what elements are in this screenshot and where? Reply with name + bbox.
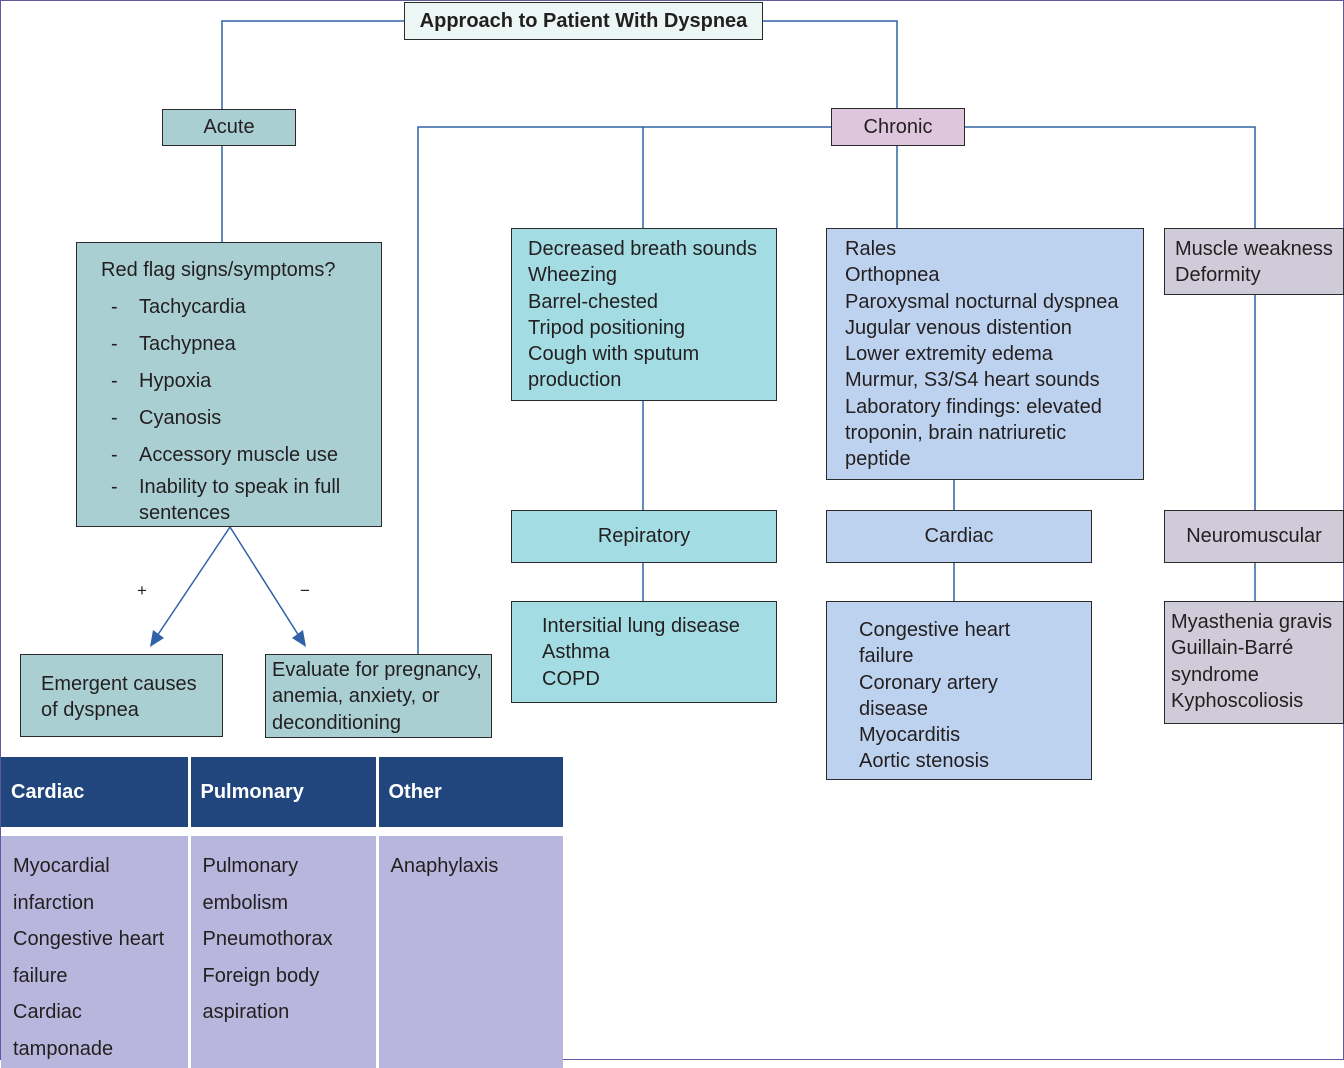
arrowhead-positive: [150, 630, 164, 647]
cardiac-finding: Laboratory findings: elevated: [845, 395, 1102, 418]
cardiac-causes-node: Congestive heart failure Coronary artery…: [826, 601, 1092, 780]
table-header-other: Other: [377, 757, 563, 827]
respiratory-cause: Intersitial lung disease: [542, 615, 740, 637]
cardiac-finding: Jugular venous distention: [845, 316, 1072, 339]
cardiac-node: Cardiac: [826, 510, 1092, 563]
positive-sign: +: [137, 581, 147, 600]
neuromuscular-cause: Myasthenia gravis: [1171, 611, 1333, 633]
red-flag-heading: Red flag signs/symptoms?: [101, 259, 336, 281]
acute-node: Acute: [162, 109, 296, 146]
neuromuscular-cause: Kyphoscoliosis: [1171, 689, 1304, 712]
respiratory-finding: Tripod positioning: [528, 316, 686, 339]
respiratory-finding: Barrel-chested: [528, 290, 659, 313]
connector-chronic-evaluate: [417, 126, 831, 654]
red-flag-item: Accessory muscle use: [77, 437, 381, 474]
cardiac-findings-node: Rales Orthopnea Paroxysmal nocturnal dys…: [826, 228, 1144, 480]
connector-title-acute: [221, 20, 404, 109]
cardiac-finding: Lower extremity edema: [845, 343, 1053, 366]
arrowhead-negative: [292, 630, 306, 647]
table-item: Myocardial: [13, 855, 110, 877]
cardiac-finding: troponin, brain natriuretic: [845, 422, 1067, 445]
cardiac-finding: Murmur, S3/S4 heart sounds: [845, 369, 1100, 392]
red-flag-item: Tachycardia: [77, 289, 381, 326]
emergent-causes-text: Emergent causes of dyspnea: [41, 673, 197, 722]
respiratory-finding: Cough with sputum: [528, 343, 700, 366]
neuromuscular-cause: syndrome: [1171, 663, 1259, 686]
table-item: infarction: [13, 891, 95, 914]
cardiac-finding: Paroxysmal nocturnal dyspnea: [845, 290, 1119, 313]
cardiac-cause: failure: [859, 645, 914, 668]
red-flag-item: Hypoxia: [77, 363, 381, 400]
table-item: Foreign body: [202, 964, 320, 987]
cardiac-cause: Coronary artery: [859, 671, 998, 694]
table-header-cardiac: Cardiac: [1, 757, 191, 827]
table-cell-other: Anaphylaxis: [377, 836, 563, 1068]
table-item: Anaphylaxis: [390, 855, 499, 877]
table-item: Pneumothorax: [202, 928, 333, 951]
respiratory-finding: Decreased breath sounds: [528, 238, 758, 260]
neuromuscular-finding: Deformity: [1175, 264, 1261, 287]
cardiac-cause: Aortic stenosis: [859, 750, 990, 773]
table-cell-cardiac: Myocardial infarction Congestive heart f…: [1, 836, 191, 1068]
cardiac-finding: peptide: [845, 448, 911, 471]
arrow-negative: [229, 526, 300, 637]
neuromuscular-findings-node: Muscle weakness Deformity: [1164, 228, 1344, 295]
red-flag-list: Tachycardia Tachypnea Hypoxia Cyanosis A…: [77, 289, 381, 526]
neuromuscular-label: Neuromuscular: [1186, 525, 1322, 548]
table-item: Congestive heart: [13, 928, 165, 951]
respiratory-node: Repiratory: [511, 510, 777, 563]
connector-chronic-neuromuscular: [964, 126, 1256, 228]
respiratory-finding: production: [528, 369, 622, 392]
page-title: Approach to Patient With Dyspnea: [404, 2, 763, 40]
respiratory-causes-node: Intersitial lung disease Asthma COPD: [511, 601, 777, 703]
table-row: Myocardial infarction Congestive heart f…: [1, 836, 563, 1068]
acute-label: Acute: [203, 116, 255, 139]
table-header-row: Cardiac Pulmonary Other: [1, 757, 563, 827]
table-item: tamponade: [13, 1037, 114, 1060]
table-item: Pulmonary: [202, 855, 299, 877]
table-item: aspiration: [202, 1001, 290, 1024]
respiratory-finding: Wheezing: [528, 264, 617, 287]
neuromuscular-finding: Muscle weakness: [1175, 238, 1333, 260]
chronic-label: Chronic: [863, 115, 933, 138]
table-item: Cardiac: [13, 1001, 82, 1024]
cardiac-finding: Rales: [845, 238, 897, 260]
chronic-node: Chronic: [831, 108, 965, 146]
table-item: embolism: [202, 891, 289, 914]
evaluate-node: Evaluate for pregnancy, anemia, anxiety,…: [265, 654, 492, 738]
neuromuscular-causes-node: Myasthenia gravis Guillain-Barré syndrom…: [1164, 601, 1344, 724]
respiratory-findings-node: Decreased breath sounds Wheezing Barrel-…: [511, 228, 777, 401]
table-gap-row: [1, 827, 563, 836]
connector-title-chronic: [762, 20, 898, 109]
red-flag-item: Cyanosis: [77, 400, 381, 437]
cardiac-cause: Myocarditis: [859, 724, 961, 747]
emergent-causes-table: Cardiac Pulmonary Other Myocardial infar…: [1, 757, 563, 1068]
respiratory-cause: COPD: [542, 667, 600, 690]
red-flag-item: Tachypnea: [77, 326, 381, 363]
red-flag-item: Inability to speak in full sentences: [77, 474, 381, 526]
table-header-pulmonary: Pulmonary: [189, 757, 379, 827]
respiratory-cause: Asthma: [542, 641, 610, 664]
cardiac-label: Cardiac: [924, 525, 994, 548]
title-text: Approach to Patient With Dyspnea: [419, 9, 748, 32]
cardiac-cause: Congestive heart: [859, 619, 1011, 641]
negative-sign: −: [300, 581, 310, 600]
red-flag-node: Red flag signs/symptoms? Tachycardia Tac…: [76, 242, 382, 527]
evaluate-text: Evaluate for pregnancy, anemia, anxiety,…: [272, 659, 482, 734]
table-cell-pulmonary: Pulmonary embolism Pneumothorax Foreign …: [189, 836, 379, 1068]
arrow-positive: [156, 526, 231, 637]
emergent-causes-node: Emergent causes of dyspnea: [20, 654, 223, 737]
table-item: failure: [13, 964, 68, 987]
cardiac-finding: Orthopnea: [845, 264, 940, 287]
neuromuscular-node: Neuromuscular: [1164, 510, 1344, 563]
respiratory-label: Repiratory: [597, 525, 691, 548]
cardiac-cause: disease: [859, 697, 928, 720]
neuromuscular-cause: Guillain-Barré: [1171, 637, 1294, 660]
